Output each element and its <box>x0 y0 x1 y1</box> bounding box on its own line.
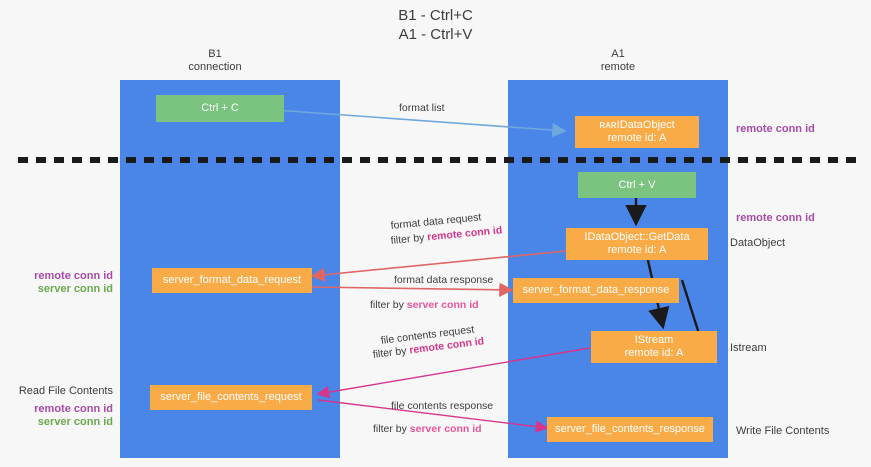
filter-prefix: filter by <box>370 299 407 311</box>
box-server-format-data-response[interactable]: server_format_data_response <box>513 278 679 303</box>
left-label-server-conn-id: server conn id <box>37 283 113 295</box>
right-label-dataobject: DataObject <box>730 237 786 249</box>
label-format-list: format list <box>399 102 445 114</box>
filter-key-server-conn-id: server conn id <box>409 423 482 435</box>
box-idataobject[interactable]: ʀᴀʀIDataObject remote id: A <box>575 116 699 148</box>
box-idataobject-getdata[interactable]: IDataObject::GetData remote id: A <box>566 228 708 260</box>
right-label-remote-conn-id-mid: remote conn id <box>736 212 815 224</box>
right-label-write-file-contents: Write File Contents <box>736 425 830 437</box>
page-title: B1 - Ctrl+C A1 - Ctrl+V <box>398 7 473 43</box>
left-label-read-file-contents: Read File Contents <box>18 385 113 397</box>
label-format-data-response-filter: filter by server conn id <box>370 298 479 313</box>
box-server-format-data-request[interactable]: server_format_data_request <box>152 268 312 293</box>
left-label-server-conn-id-2: server conn id <box>37 416 113 428</box>
box-server-file-contents-response[interactable]: server_file_contents_response <box>547 417 713 442</box>
left-label-remote-conn-id: remote conn id <box>34 270 113 282</box>
right-label-remote-conn-id-top: remote conn id <box>736 123 815 135</box>
box-istream[interactable]: IStream remote id: A <box>591 331 717 363</box>
left-label-remote-conn-id-2: remote conn id <box>34 403 113 415</box>
filter-prefix: filter by <box>373 423 410 435</box>
filter-prefix: filter by <box>372 344 411 361</box>
box-server-file-contents-request[interactable]: server_file_contents_request <box>150 385 312 410</box>
filter-prefix: filter by <box>390 231 428 247</box>
label-file-contents-response-filter: filter by server conn id <box>373 422 482 437</box>
label-format-data-response: format data response <box>394 274 494 286</box>
lane-header-a1: A1 remote <box>600 48 636 73</box>
box-ctrl-c[interactable]: Ctrl + C <box>156 95 284 122</box>
lane-header-b1: B1 connection <box>188 48 242 73</box>
label-file-contents-response: file contents response <box>391 400 494 412</box>
section-divider <box>18 157 856 163</box>
box-ctrl-v[interactable]: Ctrl + V <box>578 172 696 198</box>
filter-key-server-conn-id: server conn id <box>406 299 479 311</box>
right-label-istream: Istream <box>730 342 767 354</box>
